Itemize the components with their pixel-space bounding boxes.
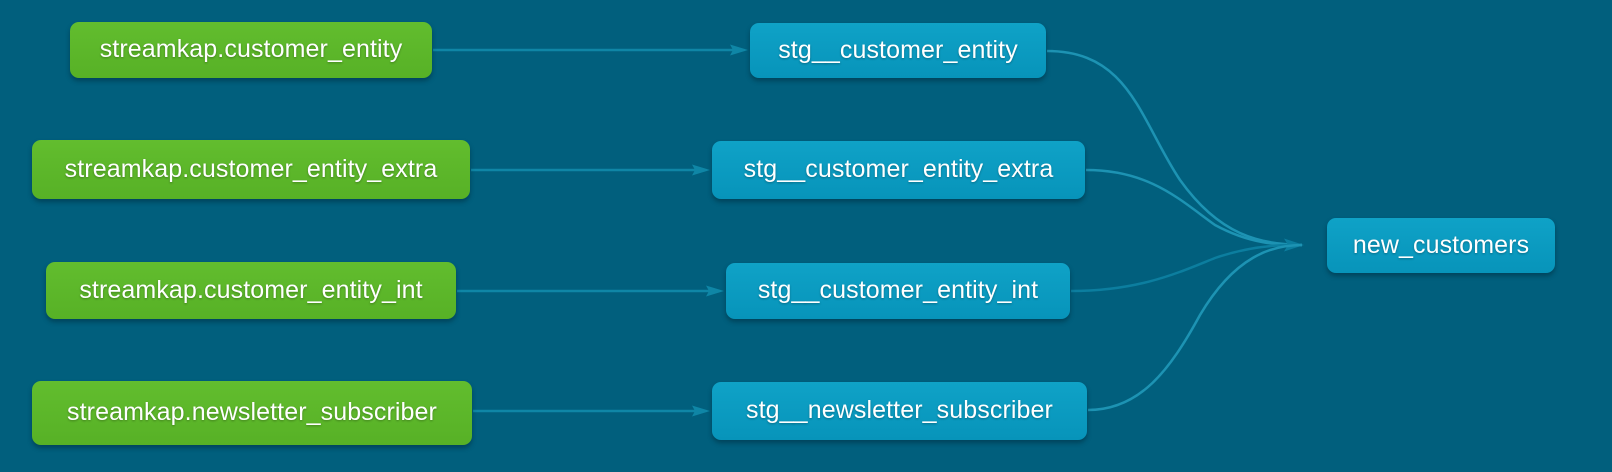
edge-stg-customer-entity-to-new-customers (1046, 49, 1303, 247)
edge-group-staging-to-model (1046, 49, 1304, 412)
node-staging-customer-entity[interactable]: stg__customer_entity (750, 23, 1046, 78)
arrowhead-stg-customer-entity-extra (692, 164, 710, 176)
node-model-new-customers[interactable]: new_customers (1327, 218, 1555, 273)
edge-stg-customer-entity-extra-to-new-customers (1085, 168, 1303, 247)
node-staging-customer-entity-extra[interactable]: stg__customer_entity_extra (712, 141, 1085, 199)
node-source-customer-entity-int[interactable]: streamkap.customer_entity_int (46, 262, 456, 319)
arrowhead-new-customers (1284, 238, 1304, 252)
node-label: stg__customer_entity (778, 35, 1018, 64)
arrowhead-stg-newsletter-subscriber (692, 405, 710, 417)
node-label: streamkap.newsletter_subscriber (67, 398, 437, 427)
node-source-customer-entity-extra[interactable]: streamkap.customer_entity_extra (32, 140, 470, 199)
node-label: streamkap.customer_entity_int (79, 275, 423, 304)
node-staging-customer-entity-int[interactable]: stg__customer_entity_int (726, 263, 1070, 319)
edge-group-source-to-staging (433, 44, 748, 417)
node-staging-newsletter-subscriber[interactable]: stg__newsletter_subscriber (712, 382, 1087, 440)
arrowhead-stg-customer-entity-int (706, 285, 724, 297)
node-label: stg__newsletter_subscriber (746, 396, 1053, 425)
node-label: streamkap.customer_entity (99, 35, 403, 64)
edge-stg-customer-entity-int-to-new-customers (1070, 243, 1293, 293)
arrowhead-stg-customer-entity (730, 44, 748, 56)
node-label: streamkap.customer_entity_extra (64, 154, 438, 183)
node-label: stg__customer_entity_int (757, 276, 1039, 305)
edge-stg-newsletter-subscriber-to-new-customers (1087, 243, 1303, 412)
node-label: stg__customer_entity_extra (743, 155, 1054, 184)
node-label: new_customers (1352, 230, 1530, 259)
node-source-customer-entity[interactable]: streamkap.customer_entity (70, 22, 432, 78)
node-source-newsletter-subscriber[interactable]: streamkap.newsletter_subscriber (32, 381, 472, 445)
